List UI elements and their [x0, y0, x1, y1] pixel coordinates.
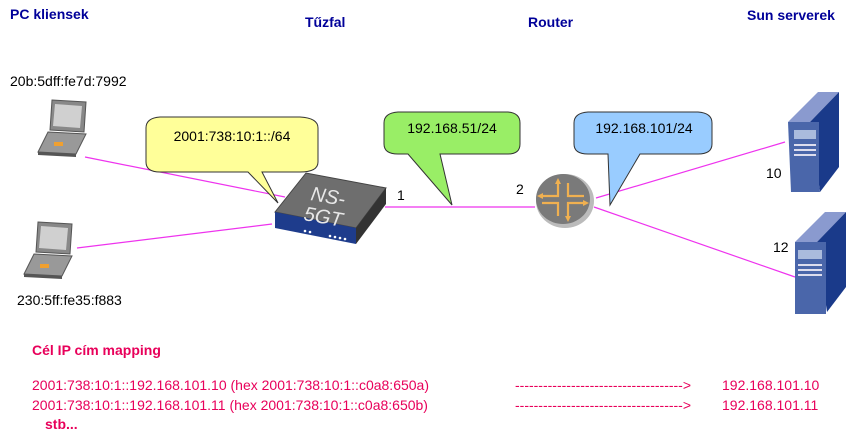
mapping-arrow: ------------------------------------> — [515, 377, 692, 393]
server-tower-icon[interactable] — [788, 92, 839, 192]
mapping-etc: stb... — [45, 416, 78, 432]
mapping-arrow: ------------------------------------> — [515, 397, 692, 413]
firewall-heading: Tűzfal — [305, 14, 346, 30]
client-address: 230:5ff:fe35:f883 — [17, 292, 122, 308]
transit-net-text: 192.168.51/24 — [407, 120, 497, 136]
server-net-callout: 192.168.101/24 — [573, 111, 713, 207]
link-router-server10 — [595, 141, 786, 199]
ipv6-prefix-text: 2001:738:10:1::/64 — [174, 128, 291, 144]
link-client1-firewall — [84, 156, 286, 198]
ipv6-prefix-callout: 2001:738:10:1::/64 — [145, 116, 319, 204]
mapping-target: 192.168.101.11 — [722, 397, 819, 413]
mapping-source: 2001:738:10:1::192.168.101.11 (hex 2001:… — [32, 397, 428, 413]
pc-clients-heading: PC kliensek — [10, 6, 89, 22]
server-net-text: 192.168.101/24 — [595, 120, 693, 136]
firewall-port-label: 1 — [397, 187, 405, 203]
link-router-server12 — [593, 206, 796, 278]
firewall-appliance-icon[interactable]: NS- 5GT — [274, 172, 387, 244]
mapping-target: 192.168.101.10 — [722, 377, 820, 393]
client-address: 20b:5dff:fe7d:7992 — [10, 73, 127, 89]
mapping-title: Cél IP cím mapping — [32, 342, 161, 358]
router-heading: Router — [528, 14, 574, 30]
server-number: 10 — [766, 165, 782, 181]
transit-net-callout: 192.168.51/24 — [383, 111, 521, 206]
laptop-icon[interactable] — [23, 221, 73, 279]
laptop-icon[interactable] — [37, 99, 87, 157]
server-number: 12 — [773, 239, 789, 255]
router-port-label: 2 — [516, 181, 524, 197]
router-icon[interactable] — [536, 174, 594, 228]
server-tower-icon[interactable] — [795, 212, 846, 314]
servers-heading: Sun serverek — [747, 7, 835, 23]
link-client2-firewall — [76, 223, 273, 249]
mapping-source: 2001:738:10:1::192.168.101.10 (hex 2001:… — [32, 377, 430, 393]
